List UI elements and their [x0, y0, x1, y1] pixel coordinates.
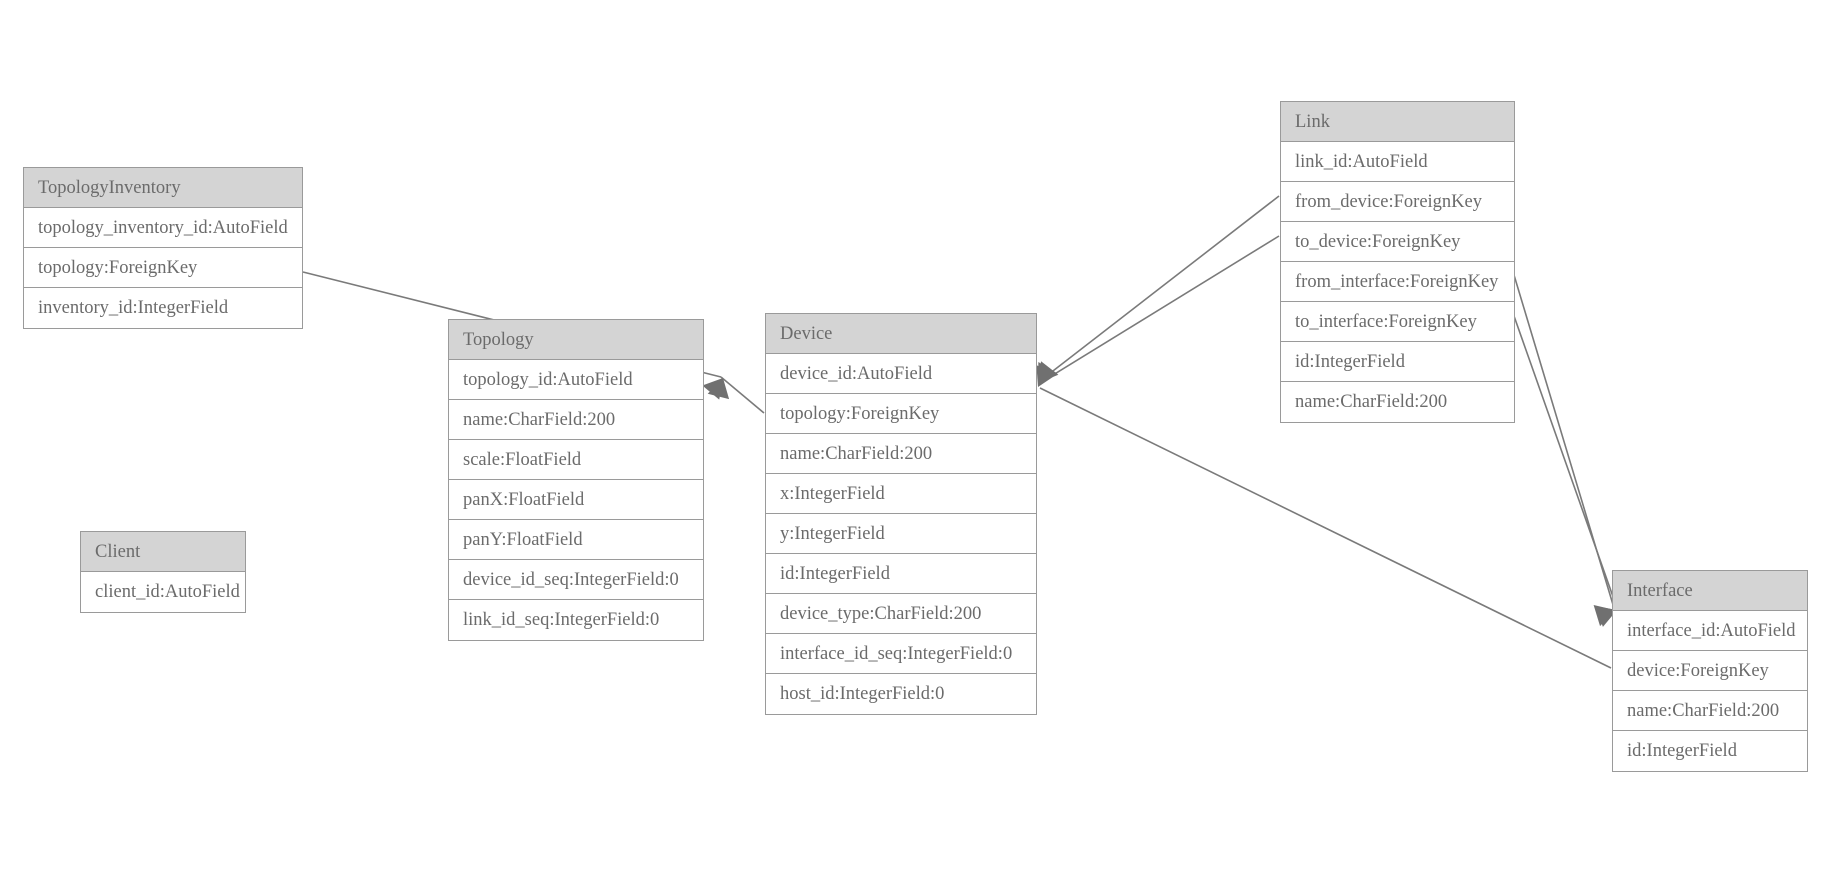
relationship-arrowhead-device-to-topology	[702, 378, 723, 400]
entity-field-row: y:IntegerField	[766, 514, 1036, 554]
entity-field-row: device_id_seq:IntegerField:0	[449, 560, 703, 600]
entity-field-row: scale:FloatField	[449, 440, 703, 480]
entity-field-row: interface_id_seq:IntegerField:0	[766, 634, 1036, 674]
entity-field-row: from_device:ForeignKey	[1281, 182, 1514, 222]
entity-field-row: topology_id:AutoField	[449, 360, 703, 400]
entity-field-row: x:IntegerField	[766, 474, 1036, 514]
entity-field-row: panY:FloatField	[449, 520, 703, 560]
relationship-line-link-to-device-to-device	[1039, 235, 1280, 384]
entity-field-row: device_id:AutoField	[766, 354, 1036, 394]
entity-title-interface: Interface	[1613, 571, 1807, 611]
entity-field-row: panX:FloatField	[449, 480, 703, 520]
entity-field-row: name:CharField:200	[1613, 691, 1807, 731]
entity-field-row: id:IntegerField	[766, 554, 1036, 594]
entity-field-row: inventory_id:IntegerField	[24, 288, 302, 328]
entity-field-row: topology_inventory_id:AutoField	[24, 208, 302, 248]
entity-title-topology: Topology	[449, 320, 703, 360]
entity-field-row: client_id:AutoField	[81, 572, 245, 612]
entity-field-row: host_id:IntegerField:0	[766, 674, 1036, 714]
entity-field-row: id:IntegerField	[1613, 731, 1807, 771]
relationship-line-link-to-interface-to-interface	[1513, 315, 1618, 609]
relationship-arrowhead-topologyinventory-to-topology	[707, 378, 730, 400]
entity-field-row: link_id:AutoField	[1281, 142, 1514, 182]
entity-field-row: device:ForeignKey	[1613, 651, 1807, 691]
entity-field-row: link_id_seq:IntegerField:0	[449, 600, 703, 640]
relationship-line-link-from-interface-to-interface	[1513, 274, 1615, 609]
entity-field-row: name:CharField:200	[1281, 382, 1514, 422]
entity-title-link: Link	[1281, 102, 1514, 142]
entity-title-topology-inventory: TopologyInventory	[24, 168, 302, 208]
entity-title-client: Client	[81, 532, 245, 572]
entity-field-row: id:IntegerField	[1281, 342, 1514, 382]
entity-title-device: Device	[766, 314, 1036, 354]
entity-field-row: name:CharField:200	[766, 434, 1036, 474]
entity-field-row: from_interface:ForeignKey	[1281, 262, 1514, 302]
entity-field-row: device_type:CharField:200	[766, 594, 1036, 634]
entity-field-row: topology:ForeignKey	[766, 394, 1036, 434]
entity-field-row: to_device:ForeignKey	[1281, 222, 1514, 262]
entity-field-row: name:CharField:200	[449, 400, 703, 440]
entity-field-row: interface_id:AutoField	[1613, 611, 1807, 651]
relationship-line-link-from-device-to-device	[1039, 195, 1280, 382]
relationship-line-device-to-topology	[720, 376, 765, 414]
relationship-line-interface-device-to-device	[1039, 387, 1612, 669]
entity-field-row: topology:ForeignKey	[24, 248, 302, 288]
entity-field-row: to_interface:ForeignKey	[1281, 302, 1514, 342]
